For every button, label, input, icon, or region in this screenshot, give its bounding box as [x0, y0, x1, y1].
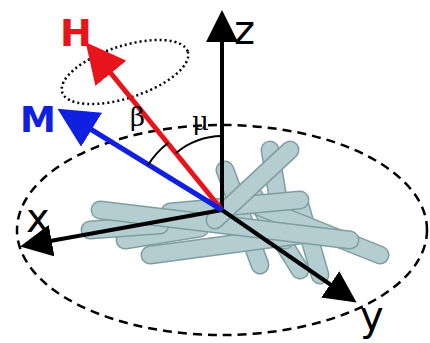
field-label: H	[60, 14, 92, 52]
rod-outline	[215, 150, 290, 220]
rod	[215, 150, 290, 220]
angle-label: β	[130, 104, 145, 130]
z-axis	[220, 18, 224, 210]
x-axis	[28, 210, 222, 245]
angle-label: μ	[192, 108, 209, 134]
axis-label: x	[26, 198, 50, 238]
axis-label: z	[234, 10, 255, 50]
h-vector	[92, 50, 222, 210]
y-axis	[222, 210, 350, 298]
nanowire-rods	[90, 150, 380, 275]
beta-arc	[148, 143, 168, 165]
mu-arc	[176, 136, 222, 153]
axis-label: y	[360, 296, 384, 336]
magnetization-label: M	[20, 102, 56, 138]
